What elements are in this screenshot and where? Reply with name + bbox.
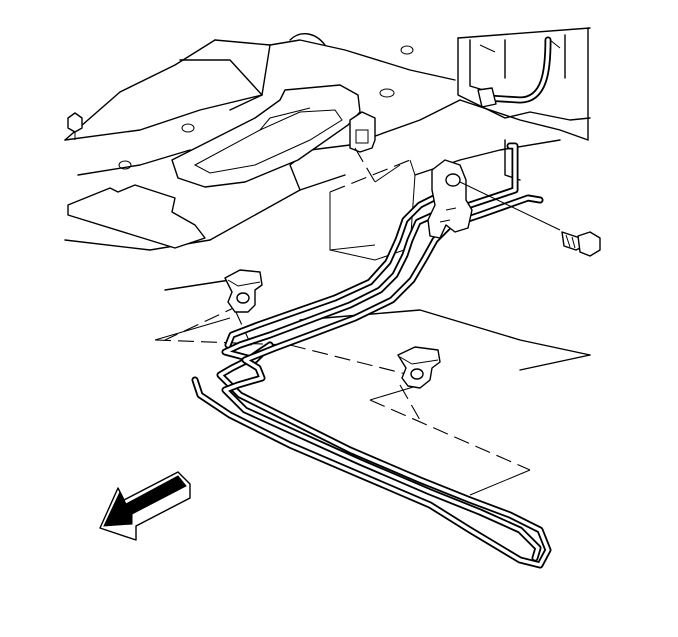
pipe-clip-right <box>397 346 441 389</box>
alignment-guides <box>154 304 531 496</box>
vehicle-underbody <box>64 27 591 371</box>
bolt-icon <box>459 181 601 257</box>
pipe-retainer-bracket <box>427 159 473 239</box>
direction-arrow-icon <box>99 471 191 541</box>
pipe-clip-left <box>224 269 263 313</box>
brake-pipes <box>191 142 552 569</box>
